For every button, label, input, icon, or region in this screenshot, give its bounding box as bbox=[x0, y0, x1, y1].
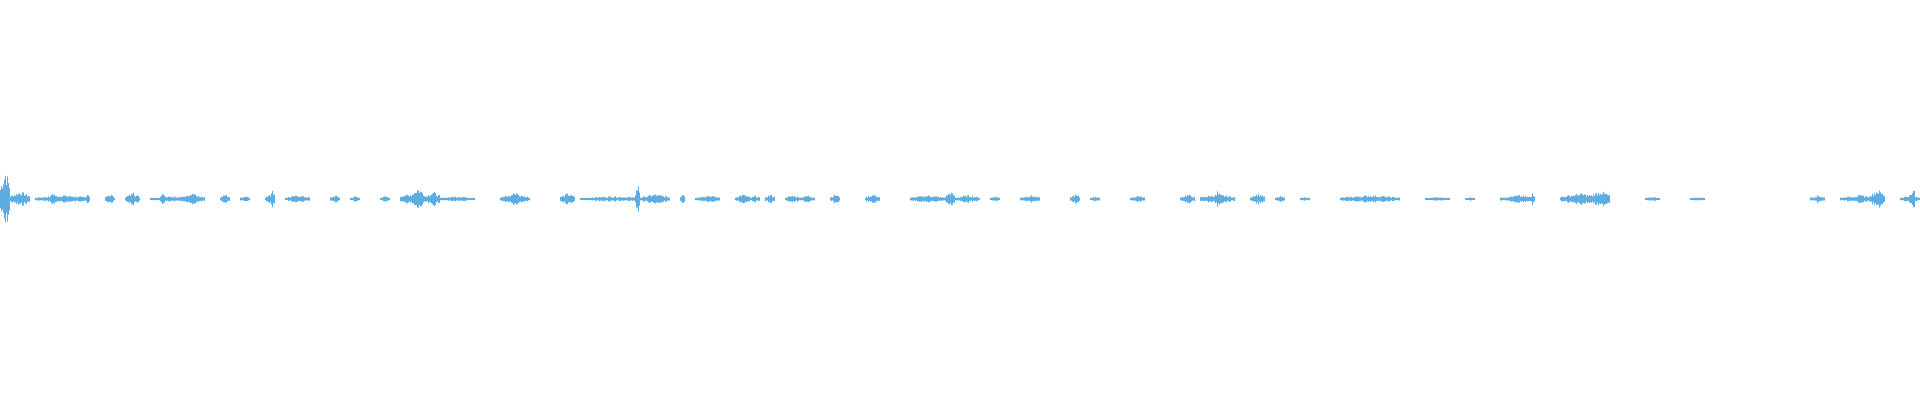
waveform-burst bbox=[10, 198, 30, 200]
waveform-burst bbox=[0, 198, 10, 200]
waveform-burst bbox=[1810, 198, 1825, 200]
waveform-burst bbox=[1560, 198, 1600, 200]
waveform-burst bbox=[1070, 198, 1080, 200]
waveform-burst bbox=[750, 198, 760, 200]
waveform-burst bbox=[105, 198, 115, 200]
waveform-burst bbox=[560, 198, 575, 200]
waveform-burst bbox=[830, 198, 840, 200]
waveform-burst bbox=[735, 198, 750, 200]
waveform-burst bbox=[1340, 198, 1400, 200]
waveform-burst bbox=[410, 198, 425, 200]
waveform-burst bbox=[510, 198, 520, 200]
waveform-burst bbox=[1465, 198, 1475, 200]
waveform-burst bbox=[580, 198, 645, 200]
waveform-burst bbox=[380, 198, 390, 200]
waveform-burst bbox=[440, 198, 475, 200]
waveform-burst bbox=[990, 198, 1000, 200]
waveform-burst bbox=[910, 198, 945, 200]
waveform-burst bbox=[1090, 198, 1100, 200]
waveform-burst bbox=[50, 198, 55, 200]
waveform-burst bbox=[85, 198, 90, 200]
waveform-burst bbox=[1180, 198, 1195, 200]
waveform-bars bbox=[0, 175, 1920, 223]
waveform-burst bbox=[130, 198, 135, 200]
waveform-burst bbox=[955, 198, 980, 200]
waveform-burst bbox=[1250, 198, 1265, 200]
waveform-burst bbox=[350, 198, 360, 200]
waveform-burst bbox=[35, 198, 90, 200]
waveform-burst bbox=[1275, 198, 1285, 200]
waveform-burst bbox=[765, 198, 775, 200]
waveform-burst bbox=[640, 198, 670, 200]
waveform-burst bbox=[680, 198, 685, 200]
waveform-burst bbox=[1425, 198, 1450, 200]
waveform-burst bbox=[695, 198, 720, 200]
waveform-burst bbox=[865, 198, 880, 200]
waveform-burst bbox=[1870, 198, 1885, 200]
waveform-burst bbox=[190, 198, 195, 200]
waveform-burst bbox=[1645, 198, 1660, 200]
waveform-burst bbox=[400, 198, 410, 200]
waveform-burst bbox=[1500, 198, 1535, 200]
waveform-burst bbox=[160, 198, 165, 200]
waveform-burst bbox=[1130, 198, 1145, 200]
waveform-burst bbox=[425, 198, 440, 200]
waveform-burst bbox=[800, 198, 815, 200]
waveform-burst bbox=[240, 198, 250, 200]
waveform-burst bbox=[945, 198, 955, 200]
waveform-burst bbox=[1215, 198, 1220, 200]
waveform-burst bbox=[1380, 198, 1385, 200]
waveform-burst bbox=[1840, 198, 1880, 200]
waveform-burst bbox=[1530, 198, 1535, 200]
waveform-burst bbox=[1020, 198, 1040, 200]
waveform-burst bbox=[150, 198, 200, 200]
waveform-burst bbox=[285, 198, 310, 200]
waveform-burst bbox=[270, 198, 275, 200]
waveform-burst bbox=[1300, 198, 1310, 200]
waveform-burst bbox=[330, 198, 340, 200]
waveform-burst bbox=[785, 198, 800, 200]
waveform-burst bbox=[1690, 198, 1705, 200]
waveform-burst bbox=[220, 198, 230, 200]
waveform-burst bbox=[1910, 198, 1915, 200]
waveform-burst bbox=[1590, 198, 1610, 200]
waveform-burst bbox=[635, 198, 640, 200]
